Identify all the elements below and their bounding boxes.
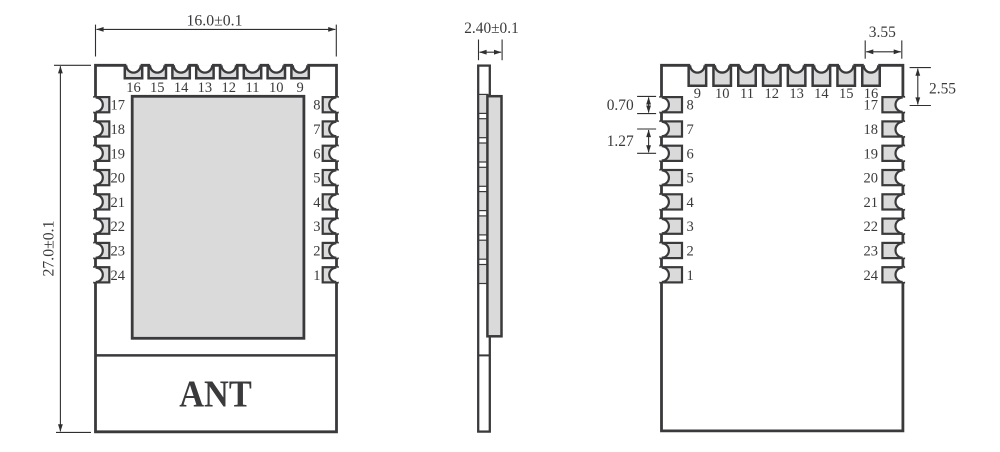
svg-text:20: 20 <box>111 171 126 187</box>
svg-text:12: 12 <box>221 80 236 96</box>
svg-text:11: 11 <box>740 86 754 102</box>
svg-text:2: 2 <box>687 244 694 260</box>
svg-text:0.70: 0.70 <box>607 97 634 114</box>
svg-text:21: 21 <box>864 195 879 211</box>
svg-text:2: 2 <box>313 244 320 260</box>
svg-text:13: 13 <box>789 86 804 102</box>
svg-text:1: 1 <box>313 268 320 284</box>
svg-text:22: 22 <box>111 219 126 235</box>
svg-text:5: 5 <box>313 171 320 187</box>
svg-text:9: 9 <box>296 80 303 96</box>
svg-text:20: 20 <box>864 171 879 187</box>
svg-text:19: 19 <box>864 146 879 162</box>
svg-text:17: 17 <box>864 98 879 114</box>
svg-text:8: 8 <box>687 98 694 114</box>
svg-text:8: 8 <box>313 98 320 114</box>
svg-text:16.0±0.1: 16.0±0.1 <box>187 13 243 30</box>
svg-text:3.55: 3.55 <box>869 24 896 41</box>
svg-text:22: 22 <box>864 219 879 235</box>
svg-text:11: 11 <box>246 80 260 96</box>
svg-text:21: 21 <box>111 195 126 211</box>
svg-text:24: 24 <box>111 268 126 284</box>
svg-text:1: 1 <box>687 268 694 284</box>
svg-text:4: 4 <box>687 195 695 211</box>
svg-text:2.55: 2.55 <box>929 81 956 98</box>
svg-text:4: 4 <box>313 195 321 211</box>
svg-text:16: 16 <box>864 86 879 102</box>
svg-text:10: 10 <box>715 86 730 102</box>
svg-text:15: 15 <box>839 86 854 102</box>
svg-text:5: 5 <box>687 171 694 187</box>
svg-text:9: 9 <box>694 86 701 102</box>
svg-text:23: 23 <box>864 244 879 260</box>
svg-text:3: 3 <box>687 219 694 235</box>
svg-text:19: 19 <box>111 146 126 162</box>
svg-text:6: 6 <box>687 146 694 162</box>
svg-text:14: 14 <box>814 86 829 102</box>
svg-text:ANT: ANT <box>179 373 252 415</box>
svg-text:6: 6 <box>313 146 320 162</box>
svg-text:18: 18 <box>111 122 126 138</box>
svg-text:2.40±0.1: 2.40±0.1 <box>464 20 519 37</box>
svg-text:15: 15 <box>150 80 165 96</box>
svg-text:17: 17 <box>111 98 126 114</box>
svg-text:16: 16 <box>126 80 141 96</box>
svg-text:1.27: 1.27 <box>607 133 634 150</box>
svg-text:12: 12 <box>765 86 780 102</box>
svg-text:27.0±0.1: 27.0±0.1 <box>41 221 58 277</box>
svg-text:23: 23 <box>111 244 126 260</box>
svg-text:7: 7 <box>687 122 694 138</box>
svg-text:13: 13 <box>198 80 213 96</box>
svg-text:3: 3 <box>313 219 320 235</box>
svg-text:14: 14 <box>174 80 189 96</box>
svg-text:10: 10 <box>269 80 284 96</box>
svg-text:7: 7 <box>313 122 320 138</box>
svg-text:24: 24 <box>864 268 879 284</box>
svg-text:18: 18 <box>864 122 879 138</box>
